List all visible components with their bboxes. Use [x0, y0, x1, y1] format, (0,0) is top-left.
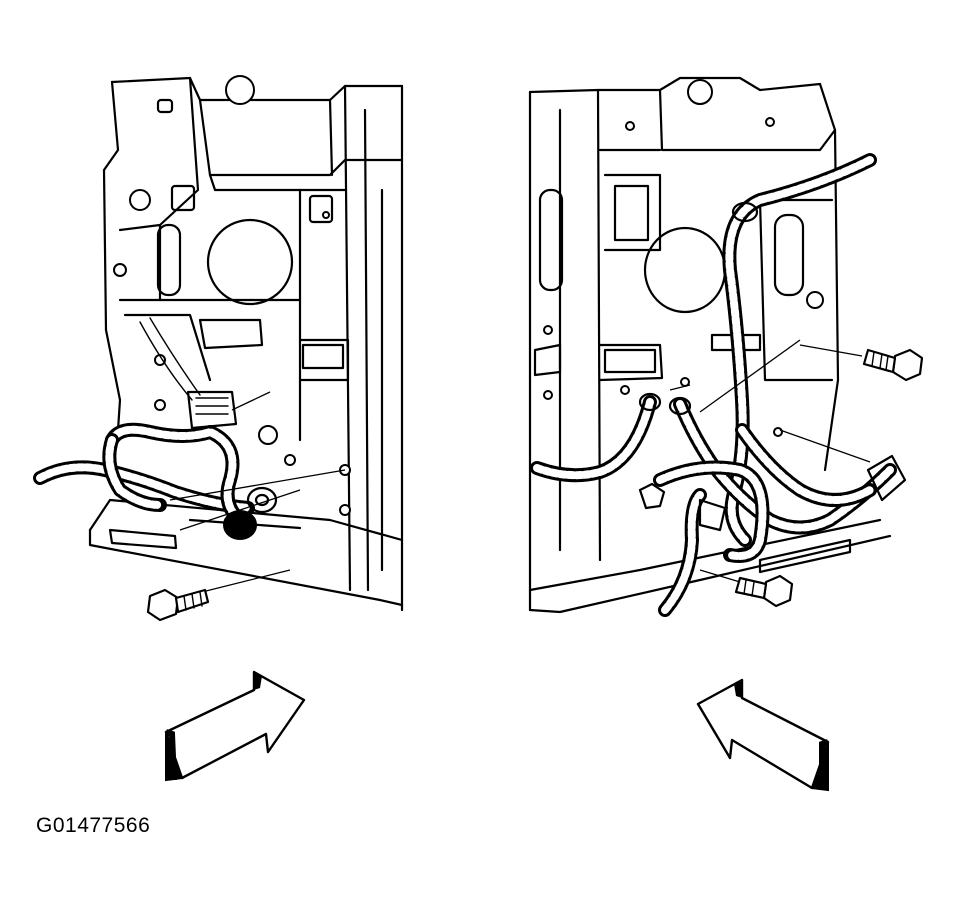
left-view: [33, 75, 404, 782]
right-view-arrow-icon: [696, 678, 830, 792]
right-leader-lines: [669, 339, 871, 583]
left-view-arrow-icon: [164, 670, 306, 782]
right-body-panel: [528, 76, 892, 614]
figure-id-label: G01477566: [36, 814, 151, 837]
right-wiring-harness: [530, 153, 907, 617]
right-bolt-upper: [862, 348, 924, 382]
left-body-panel: [88, 75, 404, 612]
left-wiring-harness: [33, 317, 278, 540]
right-bolt-lower: [734, 574, 794, 608]
left-bolt: [146, 588, 210, 622]
right-view: [528, 76, 924, 792]
left-leader-lines: [169, 391, 346, 596]
